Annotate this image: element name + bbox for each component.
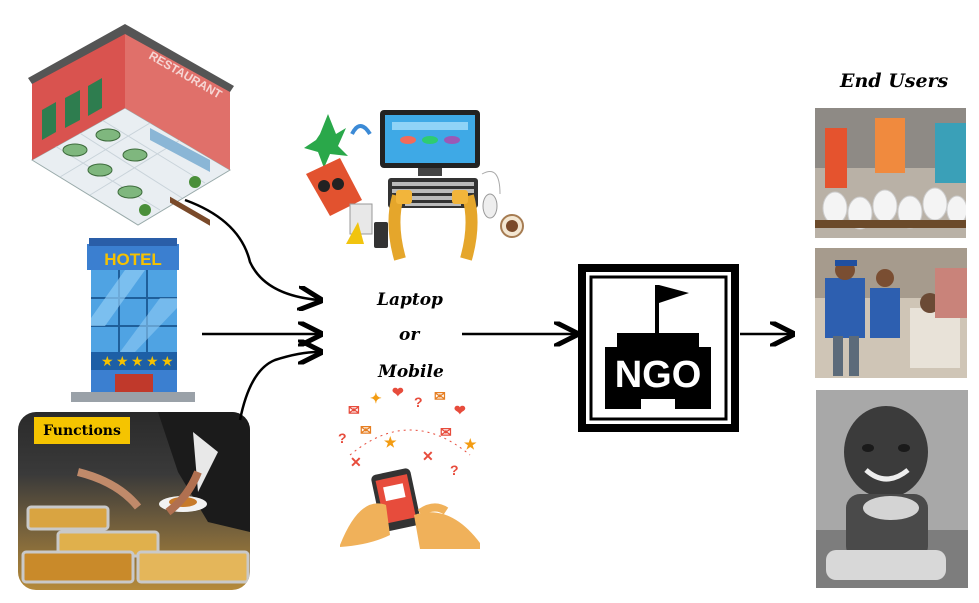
svg-text:★: ★ <box>464 436 477 452</box>
svg-text:✦: ✦ <box>370 390 382 406</box>
svg-text:✉: ✉ <box>434 388 446 404</box>
hotel-illustration: HOTEL ★★★ ★★ <box>71 238 195 402</box>
mobile-illustration: ✉ ✦ ❤ ? ✉ ❤ ? ✉ ★ ✉ ★ ✕ ✕ ? <box>338 385 480 549</box>
or-label: or <box>399 325 420 345</box>
laptop-illustration <box>304 110 524 261</box>
end-users-photo-2 <box>815 248 967 378</box>
svg-text:❤: ❤ <box>392 385 404 400</box>
svg-text:❤: ❤ <box>454 402 466 418</box>
svg-text:✉: ✉ <box>360 422 372 438</box>
svg-text:★: ★ <box>384 434 397 450</box>
svg-text:✕: ✕ <box>422 448 434 464</box>
svg-text:★: ★ <box>131 353 144 369</box>
svg-text:✉: ✉ <box>348 402 360 418</box>
end-users-photo-3 <box>816 390 968 588</box>
svg-text:★: ★ <box>101 353 114 369</box>
end-users-title: End Users <box>840 70 949 92</box>
hotel-sign-text: HOTEL <box>104 250 162 269</box>
end-users-photo-1 <box>815 108 966 238</box>
ngo-icon: NGO <box>578 264 739 432</box>
functions-label: Functions <box>34 417 130 444</box>
svg-text:?: ? <box>338 430 347 446</box>
arrow-restaurant-to-device <box>184 198 318 300</box>
svg-text:★: ★ <box>161 353 174 369</box>
ngo-text: NGO <box>615 354 702 396</box>
svg-text:★: ★ <box>146 353 159 369</box>
svg-text:★: ★ <box>116 353 129 369</box>
svg-text:✉: ✉ <box>440 424 452 440</box>
mobile-label: Mobile <box>378 362 444 382</box>
arrow-functions-to-device <box>238 352 318 421</box>
svg-text:✕: ✕ <box>350 454 362 470</box>
svg-text:?: ? <box>414 394 423 410</box>
laptop-label: Laptop <box>377 290 443 310</box>
svg-text:?: ? <box>450 462 459 478</box>
restaurant-illustration: RESTAURANT <box>28 24 234 226</box>
